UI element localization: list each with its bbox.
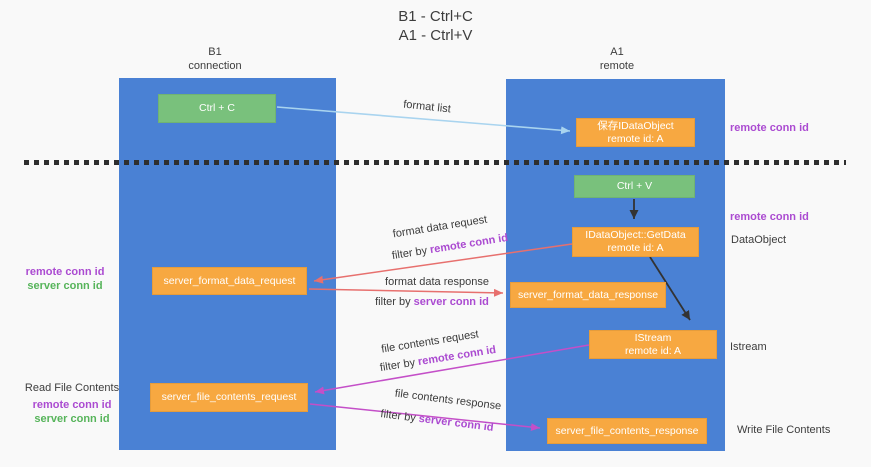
- server-file-contents-response-label: server_file_contents_response: [555, 424, 699, 437]
- right-column-header: A1 remote: [557, 45, 677, 73]
- right-column-sub: remote: [599, 60, 635, 72]
- read-file-contents-annotation: Read File Contents: [24, 382, 120, 394]
- left-column-name: B1: [208, 46, 222, 58]
- remote-conn-id-annotation-top: remote conn id: [730, 122, 809, 134]
- ctrl-c-label: Ctrl + C: [199, 102, 235, 114]
- istream-annotation: Istream: [730, 341, 767, 353]
- dataobject-annotation: DataObject: [731, 234, 787, 246]
- server-file-contents-request-box: server_file_contents_request: [150, 383, 308, 412]
- server-file-contents-request-label: server_file_contents_request: [161, 391, 297, 403]
- server-conn-id-text: server conn id: [413, 296, 489, 308]
- server-conn-id-annotation-left-bottom: server conn id: [34, 413, 110, 425]
- server-format-data-response-box: server_format_data_response: [510, 282, 666, 308]
- getdata-line1: IDataObject::GetData: [585, 229, 686, 241]
- istream-line1: IStream: [634, 331, 672, 344]
- filter-by-text: filter by: [379, 408, 417, 425]
- filter-by-text: filter by: [379, 356, 417, 375]
- remote-conn-id-text: remote conn id: [429, 231, 509, 257]
- filter-by-text: filter by: [375, 296, 411, 308]
- left-read-file-annotation: Read File Contents remote conn id server…: [22, 381, 122, 426]
- ctrl-v-box: Ctrl + V: [574, 175, 695, 198]
- ctrl-c-box: Ctrl + C: [158, 94, 276, 123]
- server-format-data-response-label: server_format_data_response: [517, 288, 659, 301]
- ctrl-v-label: Ctrl + V: [616, 180, 653, 192]
- format-data-response-filter-label: filter by server conn id: [357, 296, 507, 308]
- right-column-name: A1: [610, 46, 624, 58]
- title-line-2: A1 - Ctrl+V: [398, 27, 473, 44]
- server-format-data-request-label: server_format_data_request: [163, 274, 296, 287]
- idataobject-getdata-box: IDataObject::GetData remote id: A: [572, 227, 699, 257]
- format-data-response-arrow: [308, 288, 504, 297]
- format-data-response-label: format data response: [385, 276, 489, 288]
- save-idataobject-box: 保存IDataObject remote id: A: [576, 118, 695, 147]
- left-column-header: B1 connection: [155, 45, 275, 73]
- remote-conn-id-annotation-mid: remote conn id: [730, 211, 809, 223]
- server-format-data-request-box: server_format_data_request: [152, 267, 307, 295]
- left-column-sub: connection: [188, 60, 242, 72]
- filter-by-text: filter by: [391, 244, 429, 263]
- server-file-contents-response-box: server_file_contents_response: [547, 418, 707, 444]
- istream-box: IStream remote id: A: [589, 330, 717, 359]
- server-conn-id-text: server conn id: [418, 412, 495, 434]
- title-line-1: B1 - Ctrl+C: [398, 8, 473, 25]
- diagram-title: B1 - Ctrl+C A1 - Ctrl+V: [0, 7, 871, 45]
- write-file-contents-annotation: Write File Contents: [737, 424, 831, 436]
- left-conn-id-annotation-top: remote conn id server conn id: [15, 265, 115, 293]
- format-list-label: format list: [402, 98, 452, 116]
- server-conn-id-annotation-left-top: server conn id: [27, 280, 103, 292]
- remote-conn-id-annotation-left-top: remote conn id: [25, 266, 105, 278]
- save-idataobject-line2: remote id: A: [607, 132, 664, 145]
- dashed-separator-line: [24, 160, 846, 165]
- remote-conn-id-annotation-left-bottom: remote conn id: [32, 399, 112, 411]
- getdata-line2: remote id: A: [607, 242, 664, 254]
- istream-line2: remote id: A: [624, 344, 682, 357]
- save-idataobject-line1: 保存IDataObject: [597, 119, 674, 132]
